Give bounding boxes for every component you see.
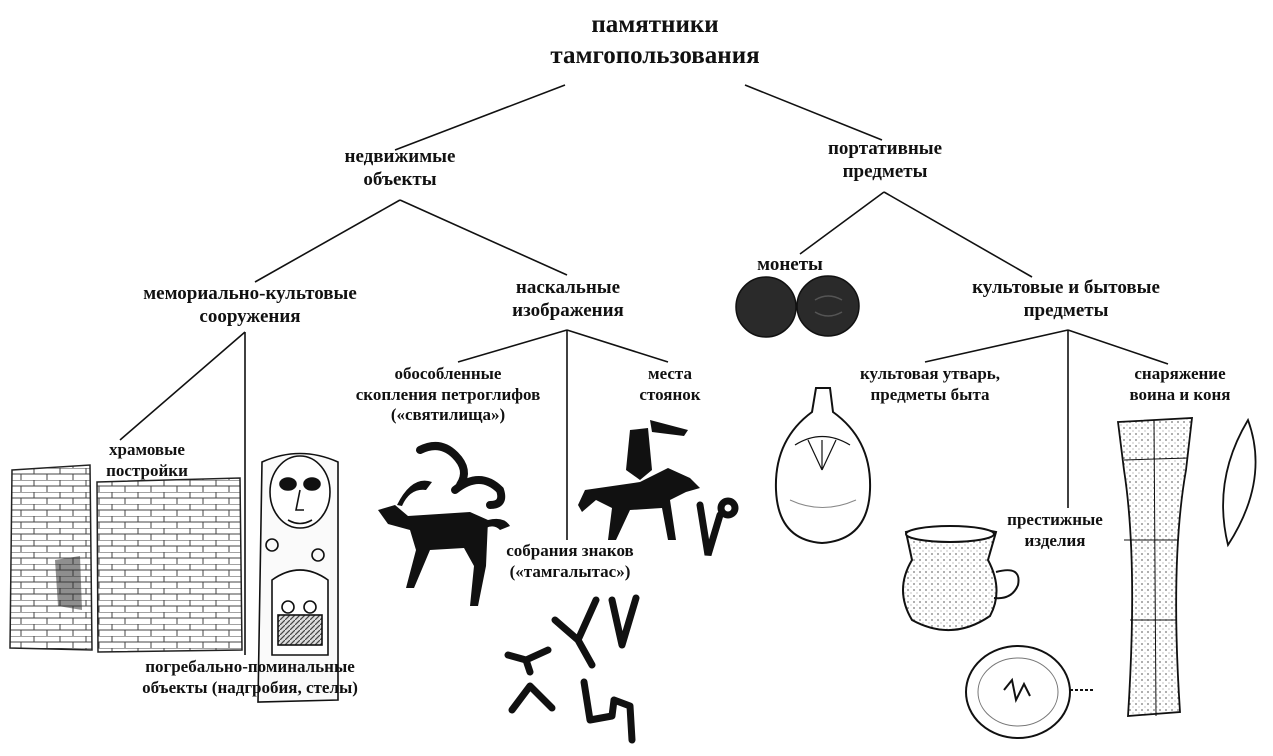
connector-rockart-sanctuaries bbox=[458, 330, 567, 362]
connector-cult-equipment bbox=[1068, 330, 1168, 364]
node-immovable-objects: недвижимые объекты bbox=[300, 145, 500, 191]
node-camp-sites: места стоянок bbox=[620, 364, 720, 405]
node-rock-art: наскальные изображения bbox=[478, 276, 658, 322]
tamgalytas-signs bbox=[508, 598, 636, 740]
connector-root-immovable bbox=[395, 85, 565, 150]
round-plaque-image bbox=[966, 646, 1094, 738]
warrior-equipment-image bbox=[1118, 418, 1256, 716]
connector-memorial-temple bbox=[120, 332, 245, 440]
petroglyph-scrolls-image bbox=[420, 446, 501, 505]
connector-portable-coins bbox=[800, 192, 884, 254]
node-memorial-structures: мемориально-культовые сооружения bbox=[100, 282, 400, 328]
node-prestige-items: престижные изделия bbox=[990, 510, 1120, 551]
connector-cult-utensils bbox=[925, 330, 1068, 362]
coins-image bbox=[736, 276, 859, 337]
node-tamgalytas: собрания знаков («тамгалытас») bbox=[480, 541, 660, 582]
connector-portable-cult bbox=[884, 192, 1032, 277]
ceramic-bottle-image bbox=[776, 388, 870, 543]
connector-immovable-rockart bbox=[400, 200, 567, 275]
node-coins: монеты bbox=[730, 253, 850, 276]
root-title: памятники тамгопользования bbox=[505, 10, 805, 71]
node-temple-buildings: храмовые постройки bbox=[82, 440, 212, 481]
node-burial-objects: погребально-поминальные объекты (надгроб… bbox=[100, 657, 400, 698]
tamga-sign-camps bbox=[700, 501, 735, 555]
node-cult-utensils: культовая утварь, предметы быта bbox=[810, 364, 1050, 405]
node-warrior-horse-equipment: снаряжение воина и коня bbox=[1100, 364, 1260, 405]
node-cult-household-items: культовые и бытовые предметы bbox=[930, 276, 1202, 322]
connector-immovable-memorial bbox=[255, 200, 400, 282]
connector-rockart-camps bbox=[567, 330, 668, 362]
node-portable-objects: портативные предметы bbox=[780, 137, 990, 183]
temple-wall-image bbox=[10, 465, 242, 652]
rider-on-horse-image bbox=[578, 420, 700, 540]
node-petroglyph-sanctuaries: обособленные скопления петроглифов («свя… bbox=[318, 364, 578, 426]
connector-root-portable bbox=[745, 85, 882, 140]
